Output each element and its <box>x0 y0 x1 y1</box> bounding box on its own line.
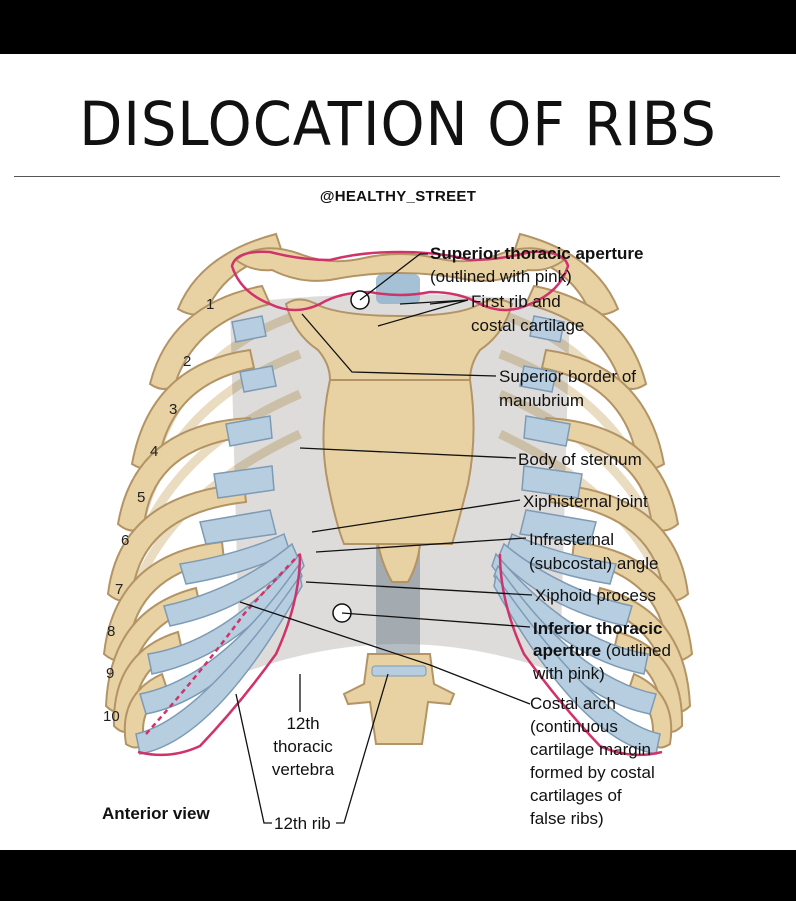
label-inferior-aperture-2: aperture (outlined <box>533 641 671 660</box>
label-vertebra-3: vertebra <box>272 760 335 779</box>
label-manubrium-2: manubrium <box>499 391 584 410</box>
rib-cage-illustration <box>102 232 694 757</box>
label-costal-arch-4: formed by costal <box>530 763 655 782</box>
label-xiphoid-process: Xiphoid process <box>535 586 656 605</box>
label-costal-arch-2: (continuous <box>530 717 618 736</box>
costal-cartilages <box>135 315 661 755</box>
sternum <box>284 298 514 583</box>
label-xiphisternal-joint: Xiphisternal joint <box>523 492 648 511</box>
label-superior-aperture: Superior thoracic aperture <box>430 244 644 263</box>
rib-number-1: 1 <box>206 296 214 313</box>
label-costal-arch-6: false ribs) <box>530 809 604 828</box>
title-divider <box>14 176 780 177</box>
rib-number-8: 8 <box>107 623 115 640</box>
label-manubrium-1: Superior border of <box>499 367 636 386</box>
rib-number-5: 5 <box>137 489 145 506</box>
label-inferior-aperture-3: with pink) <box>532 664 605 683</box>
rib-number-7: 7 <box>115 581 123 598</box>
label-anterior-view: Anterior view <box>102 804 210 823</box>
rib-number-2: 2 <box>183 353 191 370</box>
label-vertebra-2: thoracic <box>273 737 333 756</box>
rib-number-9: 9 <box>106 665 114 682</box>
manubrium <box>284 298 514 381</box>
label-superior-aperture-note: (outlined with pink) <box>430 267 572 286</box>
rib-number-6: 6 <box>121 532 129 549</box>
label-twelfth-rib: 12th rib <box>274 814 331 833</box>
anatomy-labels: Superior thoracic aperture (outlined wit… <box>102 244 671 833</box>
label-costal-arch-5: cartilages of <box>530 786 622 805</box>
label-first-rib-1: First rib and <box>471 292 561 311</box>
page-title: DISLOCATION OF RIBS <box>79 90 717 161</box>
inferior-aperture-outline <box>137 553 663 757</box>
label-costal-arch-3: cartilage margin <box>530 740 651 759</box>
label-inferior-aperture-2-bold: aperture <box>533 641 601 660</box>
xiphoid-process <box>376 543 422 583</box>
author-handle: @HEALTHY_STREET <box>319 188 477 205</box>
label-inferior-aperture-2-note: (outlined <box>601 641 671 660</box>
label-inferior-aperture-1: Inferior thoracic <box>533 619 662 638</box>
leader-lines <box>235 253 533 824</box>
label-first-rib-2: costal cartilage <box>471 316 584 335</box>
label-body-of-sternum: Body of sternum <box>518 450 642 469</box>
label-infrasternal-1: Infrasternal <box>529 530 614 549</box>
rib-number-10: 10 <box>103 708 120 725</box>
aperture-outlines <box>137 250 663 757</box>
rib-cage-diagram: 1 2 3 4 5 6 7 8 9 10 Superior thoracic a… <box>102 232 694 833</box>
label-vertebra-1: 12th <box>286 714 319 733</box>
content-panel: DISLOCATION OF RIBS @HEALTHY_STREET <box>0 54 796 850</box>
twelfth-thoracic-vertebra <box>342 653 456 745</box>
sternum-body <box>322 379 475 545</box>
rib-numbers: 1 2 3 4 5 6 7 8 9 10 <box>103 296 214 725</box>
label-infrasternal-2: (subcostal) angle <box>529 554 658 573</box>
rib-number-4: 4 <box>150 443 158 460</box>
rib-number-3: 3 <box>169 401 177 418</box>
superior-aperture-outline <box>230 250 570 312</box>
label-costal-arch-1: Costal arch <box>530 694 616 713</box>
